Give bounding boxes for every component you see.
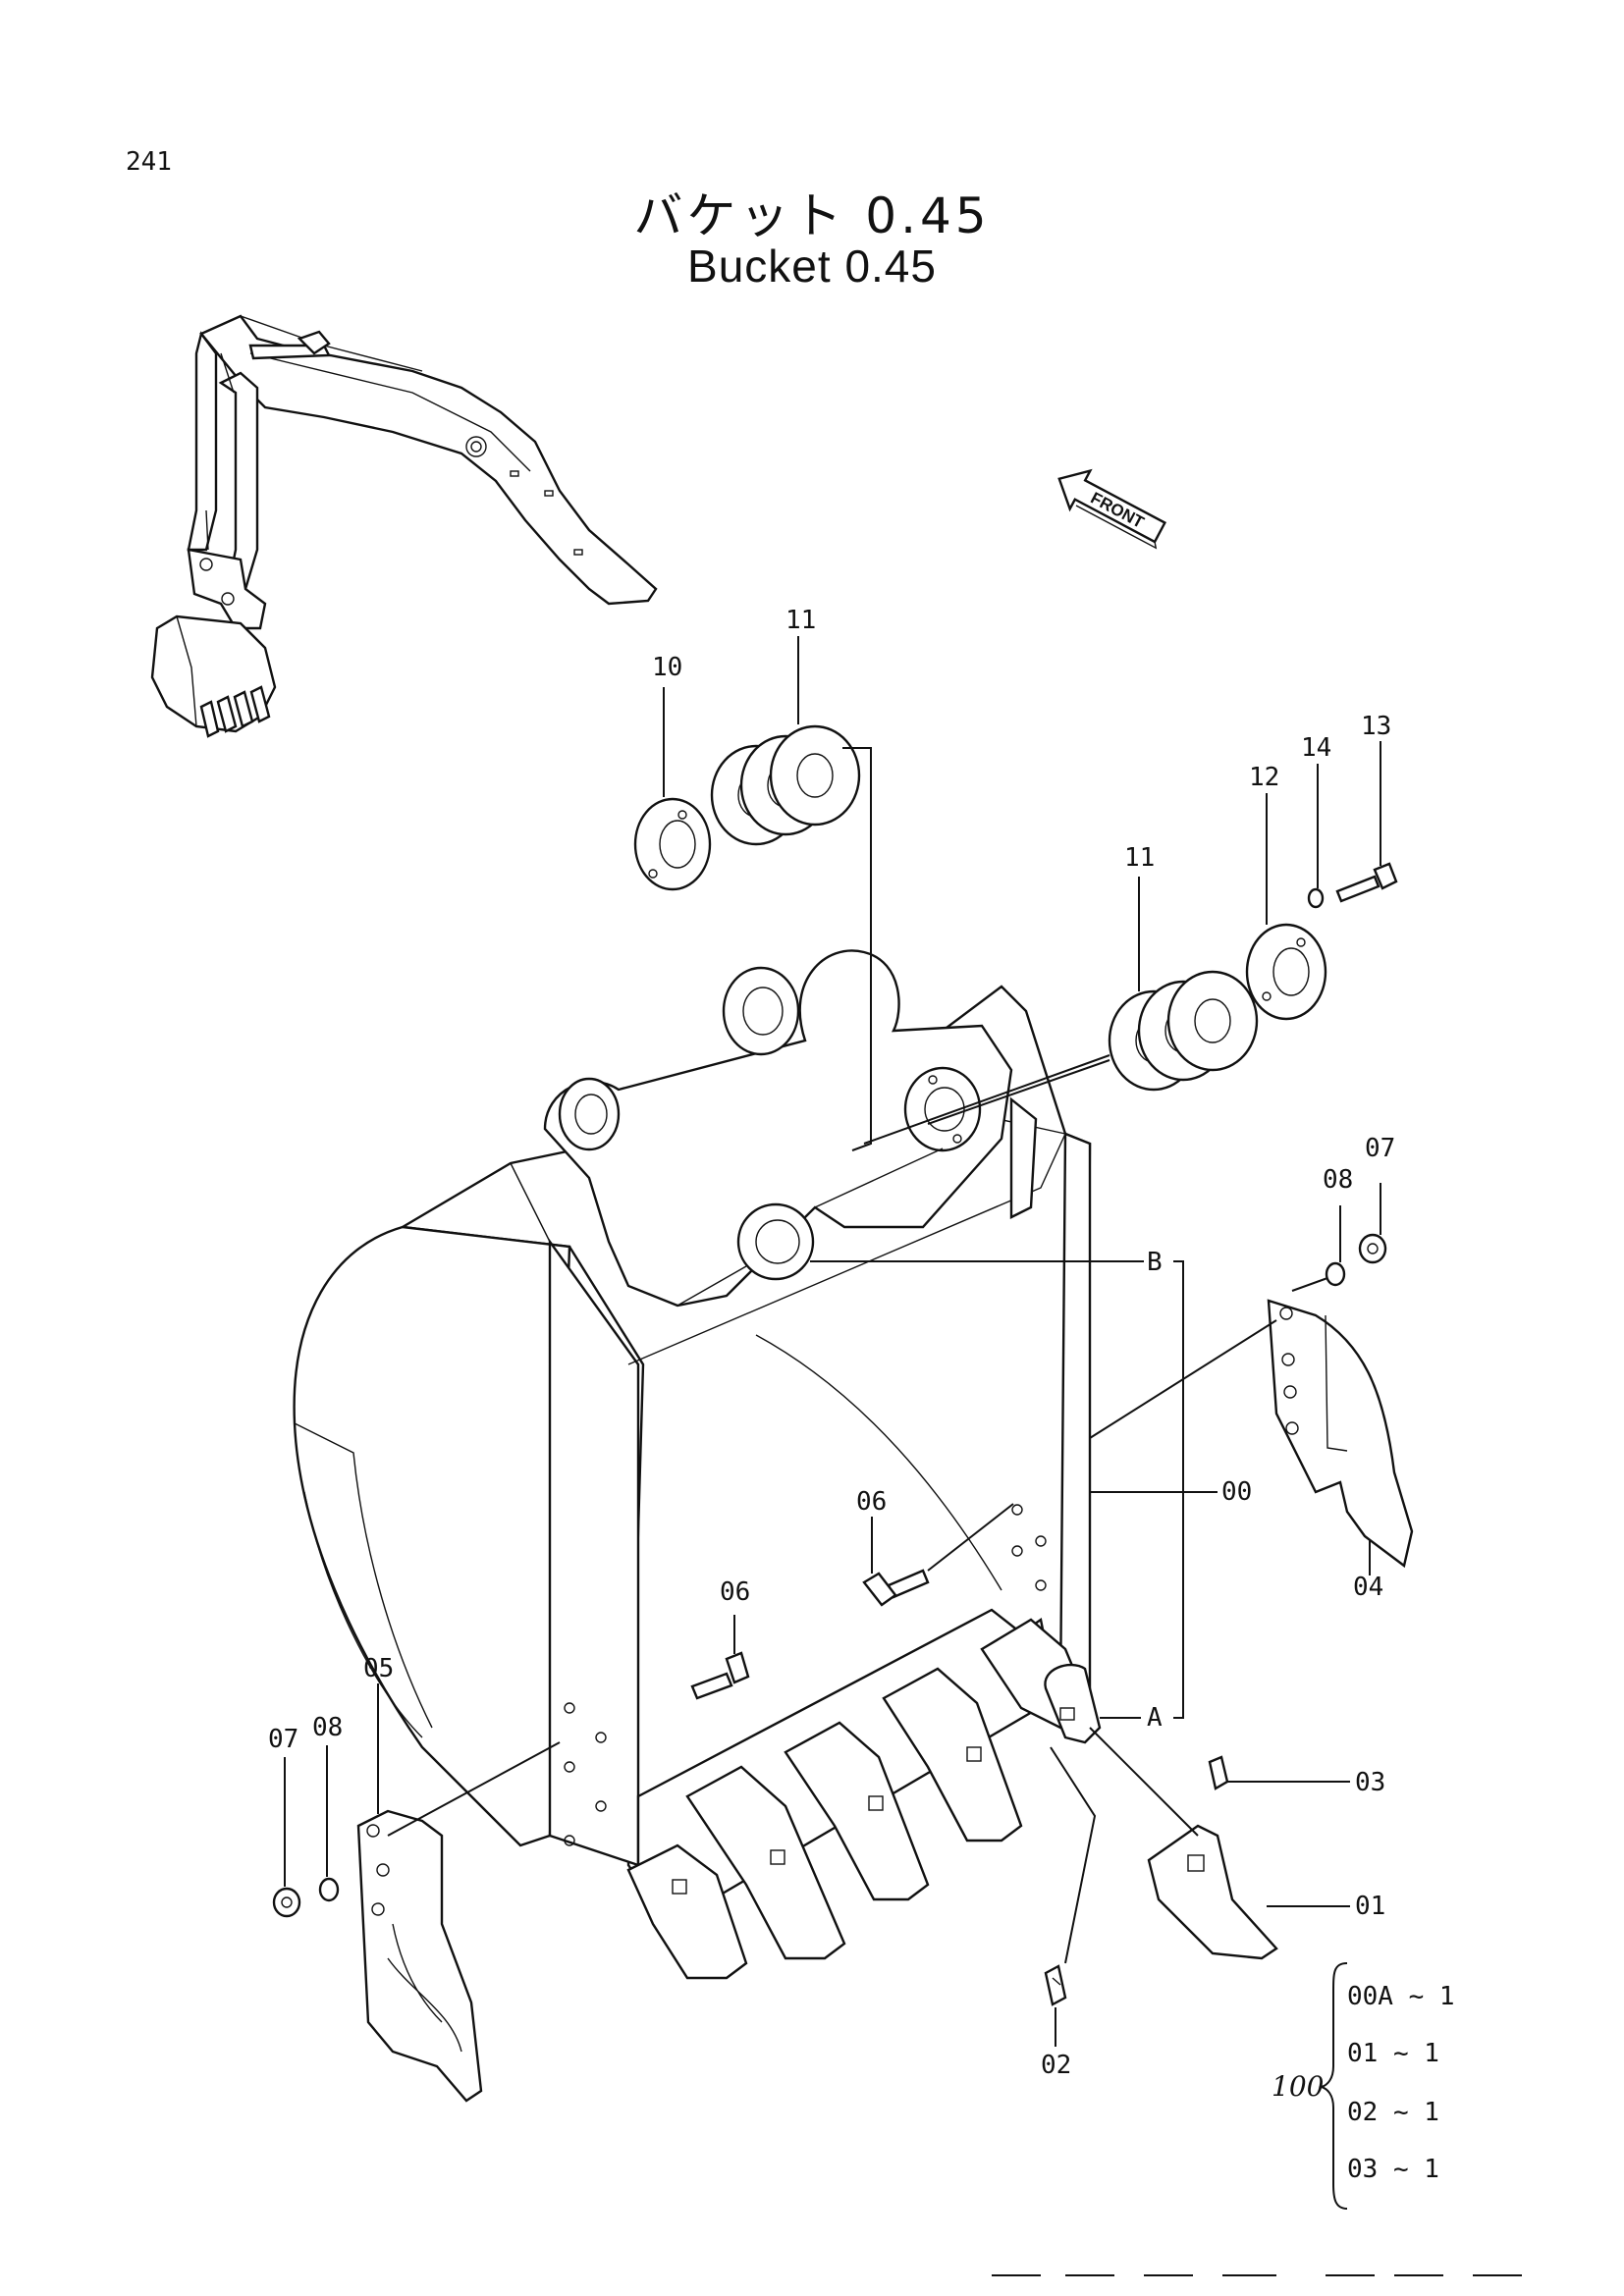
kit-number: 100 <box>1272 2070 1324 2103</box>
part-06-bolt-left <box>690 1651 750 1700</box>
callout-12: 12 <box>1249 763 1279 792</box>
callout-00: 00 <box>1221 1477 1252 1507</box>
part-05-side-cutter <box>356 1809 483 2103</box>
kit-item-3: 02 ~ 1 <box>1347 2098 1439 2127</box>
callout-06-right: 06 <box>856 1487 887 1517</box>
part-11-shims-upper <box>710 724 861 846</box>
leader-lines <box>284 636 1381 2047</box>
part-14-washer <box>1307 887 1325 909</box>
ref-label-A: A <box>1147 1703 1163 1733</box>
part-08-washer-right <box>1325 1261 1346 1287</box>
kit-item-1: 00A ~ 1 <box>1347 1982 1455 2011</box>
title-english: Bucket 0.45 <box>687 240 937 292</box>
bucket-teeth <box>626 1618 1102 1980</box>
part-04-side-cutter <box>1267 1299 1414 1569</box>
kit-item-2: 01 ~ 1 <box>1347 2039 1439 2068</box>
part-03-lock <box>1208 1755 1229 1790</box>
callout-11-upper: 11 <box>785 606 816 635</box>
callout-08-left: 08 <box>312 1713 343 1742</box>
callout-labels: 10 11 11 12 13 14 07 08 B 00 A 04 06 06 … <box>268 606 1395 2080</box>
callout-13: 13 <box>1361 712 1391 741</box>
part-02-pin <box>1044 1964 1067 2006</box>
callout-07-right: 07 <box>1365 1134 1395 1163</box>
part-13-bolt <box>1335 862 1398 903</box>
callout-14: 14 <box>1301 733 1331 763</box>
kit-assembly-note: 100 00A ~ 1 01 ~ 1 02 ~ 1 03 ~ 1 <box>1272 1962 1455 2210</box>
callout-04: 04 <box>1353 1573 1383 1602</box>
part-11-shims-lower <box>1108 970 1259 1092</box>
callout-02: 02 <box>1041 2051 1071 2080</box>
callout-03: 03 <box>1355 1768 1385 1797</box>
callout-11-lower: 11 <box>1124 843 1155 873</box>
callout-05: 05 <box>363 1654 394 1683</box>
part-01-tooth <box>1147 1824 1278 1960</box>
part-07-nut-left <box>272 1887 301 1918</box>
excavator-arm-thumbnail <box>150 314 658 738</box>
part-10-thrust-plate <box>633 797 712 891</box>
part-08-washer-left <box>318 1877 340 1902</box>
callout-08-right: 08 <box>1323 1165 1353 1195</box>
callout-06-left: 06 <box>720 1577 750 1607</box>
part-06-bolt-right <box>862 1569 930 1607</box>
part-07-nut-right <box>1358 1233 1387 1264</box>
kit-item-4: 03 ~ 1 <box>1347 2155 1439 2184</box>
callout-07-left: 07 <box>268 1725 298 1754</box>
page-number: 241 <box>126 147 172 177</box>
part-12-plate <box>1245 923 1327 1021</box>
title-japanese: バケット 0.45 <box>633 187 991 244</box>
ref-label-B: B <box>1147 1248 1163 1277</box>
bucket-mounting-bosses <box>543 949 1038 1308</box>
front-direction-arrow: FRONT <box>1057 468 1166 550</box>
callout-10: 10 <box>652 653 682 682</box>
callout-01: 01 <box>1355 1892 1385 1921</box>
